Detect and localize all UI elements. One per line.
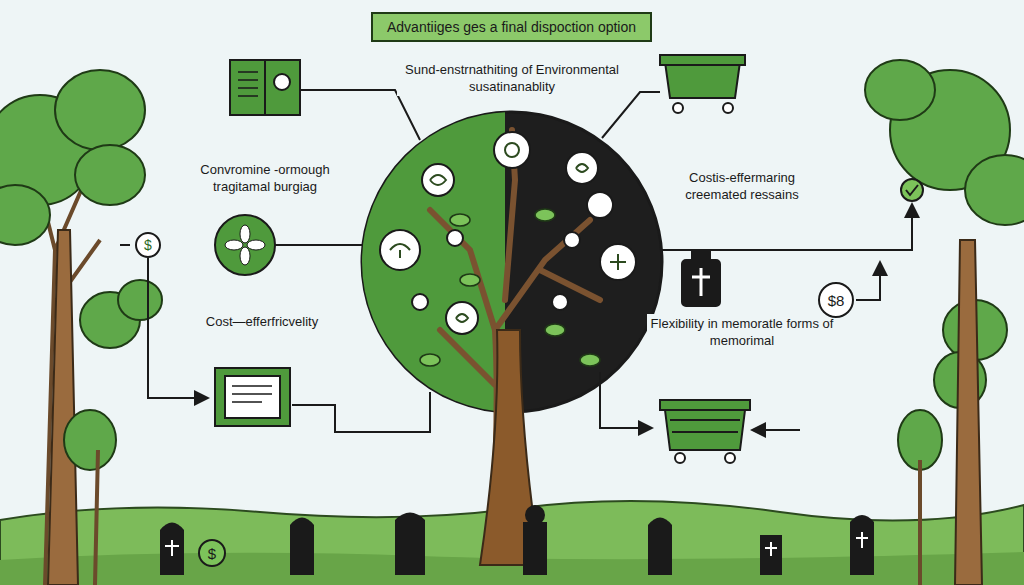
text-label: Cost—efferfricvelity: [172, 312, 352, 331]
dollar-circle: $: [198, 539, 226, 567]
dollar-circle: $: [135, 232, 161, 258]
text-label: Flexibility in memoratle forms of memori…: [647, 314, 837, 350]
node-text: $: [208, 545, 216, 562]
node-text: $8: [828, 292, 845, 309]
text-label: Sund-enstrnathiting of Environmental sus…: [397, 60, 627, 96]
text-label: Costis-effermaring creemated ressains: [667, 168, 817, 204]
node-text: $: [144, 237, 152, 253]
text-label: Convromine -ormough tragitamal burgiag: [185, 160, 345, 196]
title-banner: Advantiiges ges a final dispoction optio…: [371, 12, 652, 42]
dollar-circle: $8: [818, 282, 854, 318]
